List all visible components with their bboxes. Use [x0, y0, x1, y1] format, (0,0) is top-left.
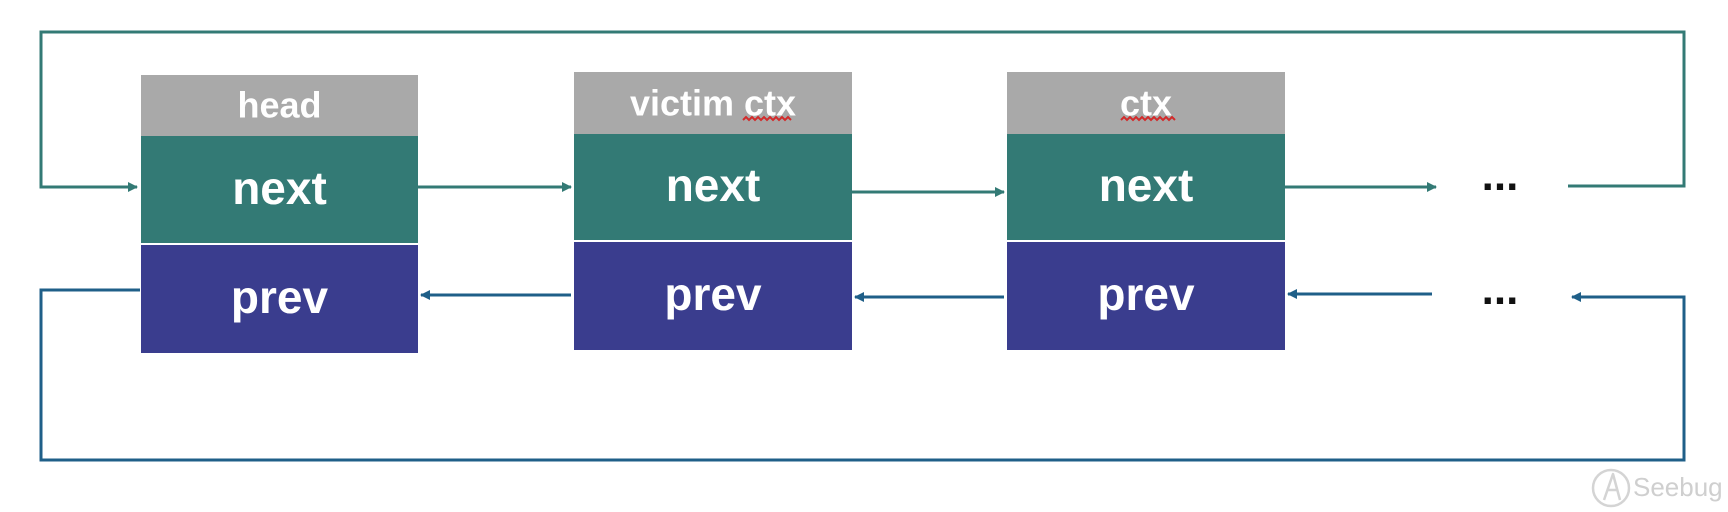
wrap-next-loop	[39, 30, 1686, 192]
node-next-label: next	[666, 159, 761, 211]
list-node-victim-ctx: victim ctx next prev	[574, 72, 852, 350]
node-next-label: next	[232, 162, 327, 214]
node-header-box	[141, 75, 418, 136]
spellcheck-underline	[1120, 115, 1176, 122]
seebug-logo-icon	[1591, 468, 1631, 508]
node-prev-field	[574, 242, 852, 350]
node-prev-label: prev	[231, 271, 329, 323]
node-header-box	[574, 72, 852, 134]
spellcheck-underline	[742, 115, 792, 122]
node-prev-field	[1007, 242, 1285, 350]
node-header-label: ctx	[1120, 83, 1172, 124]
watermark-text: Seebug	[1633, 472, 1723, 502]
list-node-head: head next prev	[141, 75, 418, 353]
wrap-prev-loop	[39, 288, 1686, 462]
list-node-ctx: ctx next prev	[1007, 72, 1285, 350]
prev-continuation-dots: ...	[1482, 265, 1519, 314]
next-continuation-dots: ...	[1482, 151, 1519, 200]
node-next-field	[1007, 134, 1285, 241]
node-next-label: next	[1099, 159, 1194, 211]
node-header-label: victim ctx	[630, 83, 796, 124]
node-header-box	[1007, 72, 1285, 134]
node-prev-label: prev	[1097, 268, 1195, 320]
node-prev-field	[141, 245, 418, 353]
node-next-field	[574, 134, 852, 241]
node-header-label: head	[237, 85, 321, 126]
watermark: Seebug	[1591, 468, 1723, 508]
node-prev-label: prev	[664, 268, 762, 320]
node-next-field	[141, 136, 418, 244]
